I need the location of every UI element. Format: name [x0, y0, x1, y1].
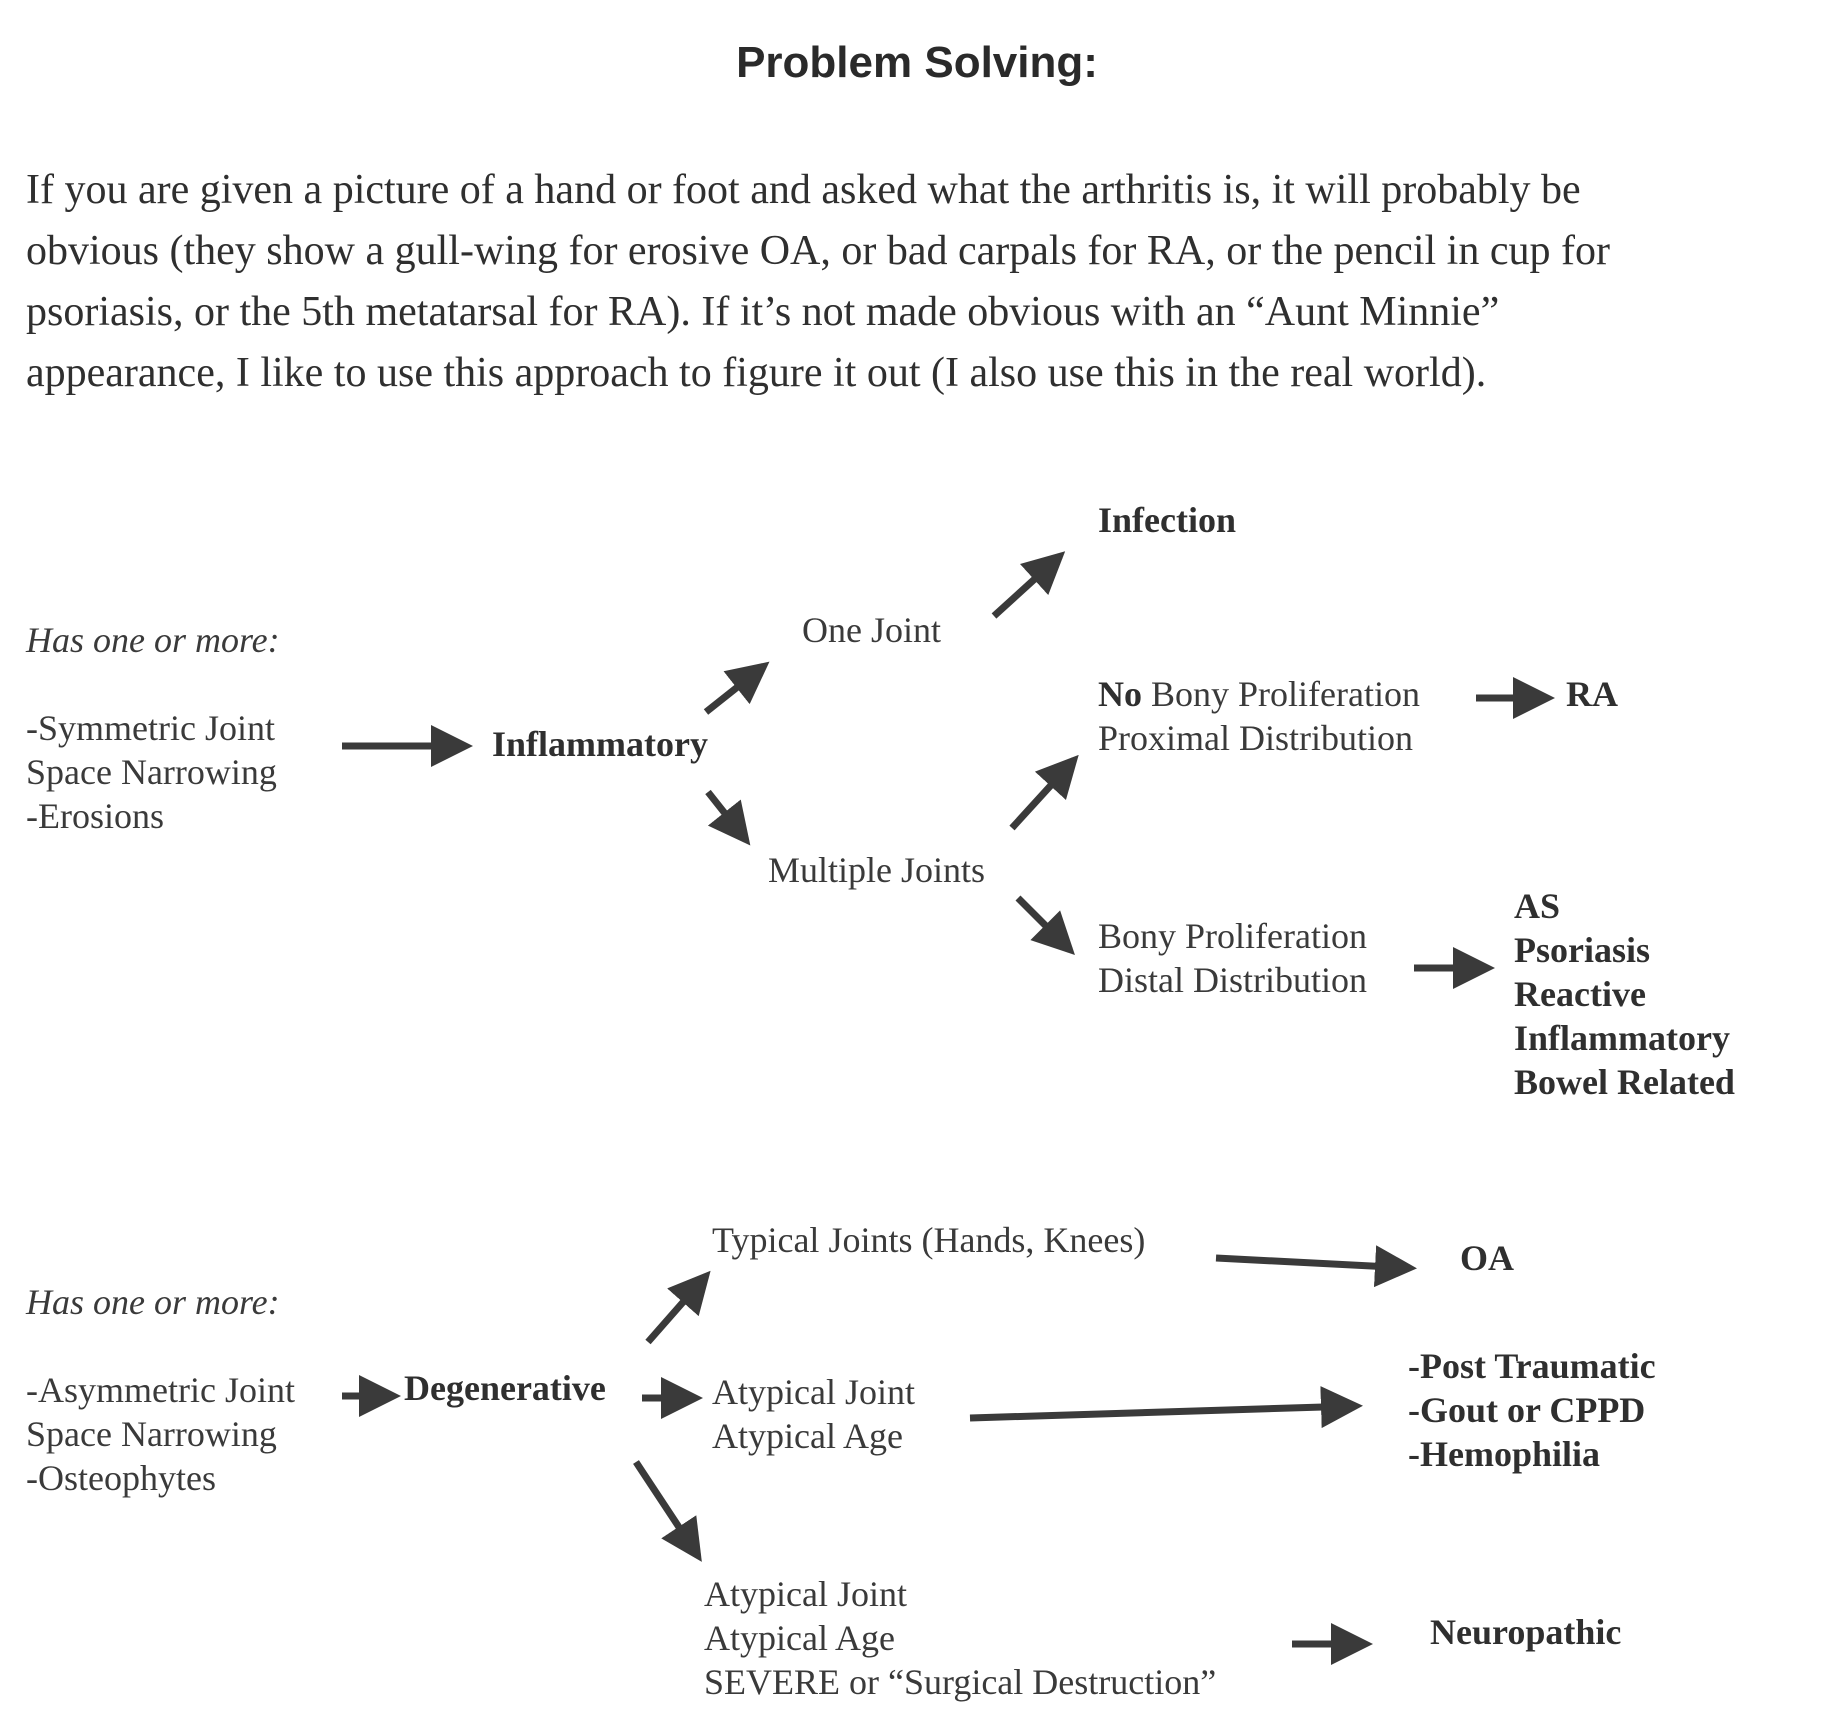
- criteria-line: -Erosions: [26, 796, 164, 836]
- severe-node: Atypical Joint Atypical Age SEVERE or “S…: [704, 1572, 1216, 1704]
- result-line: Reactive: [1514, 974, 1646, 1014]
- proximal-distribution-label: Proximal Distribution: [1098, 718, 1413, 758]
- neuropathic-result: Neuropathic: [1430, 1612, 1622, 1652]
- atypical-line: Atypical Joint: [712, 1372, 915, 1412]
- criteria-line: -Asymmetric Joint: [26, 1370, 295, 1410]
- atypical-line: Atypical Age: [712, 1416, 903, 1456]
- arrow-one-joint-to-infection: [991, 551, 1066, 619]
- arrow-atypical-to-results: [969, 1386, 1363, 1429]
- inflammatory-has-label: Has one or more:: [26, 620, 280, 660]
- typical-joints-node: Typical Joints (Hands, Knees): [712, 1220, 1146, 1260]
- degenerative-criteria: -Asymmetric Joint Space Narrowing -Osteo…: [26, 1368, 295, 1500]
- bony-results: AS Psoriasis Reactive Inflammatory Bowel…: [1514, 884, 1735, 1104]
- result-line: Bowel Related: [1514, 1062, 1735, 1102]
- intro-paragraph: If you are given a picture of a hand or …: [26, 160, 1816, 404]
- bony-proliferation-node: Bony Proliferation Distal Distribution: [1098, 914, 1367, 1002]
- arrow-inflammatory-to-multiple: [705, 789, 751, 846]
- severe-line: SEVERE or “Surgical Destruction”: [704, 1662, 1217, 1702]
- arrow-degenerative-to-severe: [633, 1460, 702, 1562]
- multiple-joints-node: Multiple Joints: [768, 850, 986, 890]
- result-line: Psoriasis: [1514, 930, 1651, 970]
- atypical-results: -Post Traumatic -Gout or CPPD -Hemophili…: [1408, 1344, 1656, 1476]
- criteria-line: -Osteophytes: [26, 1458, 216, 1498]
- degenerative-has-label: Has one or more:: [26, 1282, 280, 1322]
- arrow-multiple-to-no-bony: [1009, 754, 1079, 831]
- result-line: -Gout or CPPD: [1408, 1390, 1646, 1430]
- oa-result: OA: [1460, 1238, 1514, 1278]
- result-line: -Post Traumatic: [1408, 1346, 1656, 1386]
- no-label: No: [1098, 674, 1142, 714]
- intro-line: If you are given a picture of a hand or …: [26, 167, 1581, 213]
- criteria-line: Space Narrowing: [26, 1414, 277, 1454]
- bony-line: Bony Proliferation: [1098, 916, 1367, 956]
- result-line: Inflammatory: [1514, 1018, 1730, 1058]
- arrow-multiple-to-bony: [1015, 895, 1075, 955]
- severe-line: Atypical Age: [704, 1618, 895, 1658]
- arrow-degenerative-to-typical: [645, 1270, 711, 1345]
- no-bony-proliferation-node: No Bony Proliferation Proximal Distribut…: [1098, 672, 1420, 760]
- inflammatory-criteria: -Symmetric Joint Space Narrowing -Erosio…: [26, 706, 277, 838]
- page-title: Problem Solving:: [736, 38, 1098, 87]
- intro-line: obvious (they show a gull-wing for erosi…: [26, 228, 1610, 274]
- criteria-line: Space Narrowing: [26, 752, 277, 792]
- arrow-inflammatory-to-one-joint: [703, 661, 770, 715]
- inflammatory-node: Inflammatory: [492, 724, 708, 764]
- infection-result: Infection: [1098, 500, 1236, 540]
- arrow-typical-to-oa: [1215, 1245, 1417, 1288]
- criteria-line: -Symmetric Joint: [26, 708, 275, 748]
- one-joint-node: One Joint: [802, 610, 941, 650]
- bony-proliferation-label: Bony Proliferation: [1142, 674, 1420, 714]
- ra-result: RA: [1566, 674, 1618, 714]
- result-line: -Hemophilia: [1408, 1434, 1601, 1474]
- result-line: AS: [1514, 886, 1561, 926]
- intro-line: appearance, I like to use this approach …: [26, 350, 1487, 396]
- bony-line: Distal Distribution: [1098, 960, 1367, 1000]
- intro-line: psoriasis, or the 5th metatarsal for RA)…: [26, 289, 1500, 335]
- degenerative-node: Degenerative: [404, 1368, 606, 1408]
- atypical-node: Atypical Joint Atypical Age: [712, 1370, 915, 1458]
- severe-line: Atypical Joint: [704, 1574, 907, 1614]
